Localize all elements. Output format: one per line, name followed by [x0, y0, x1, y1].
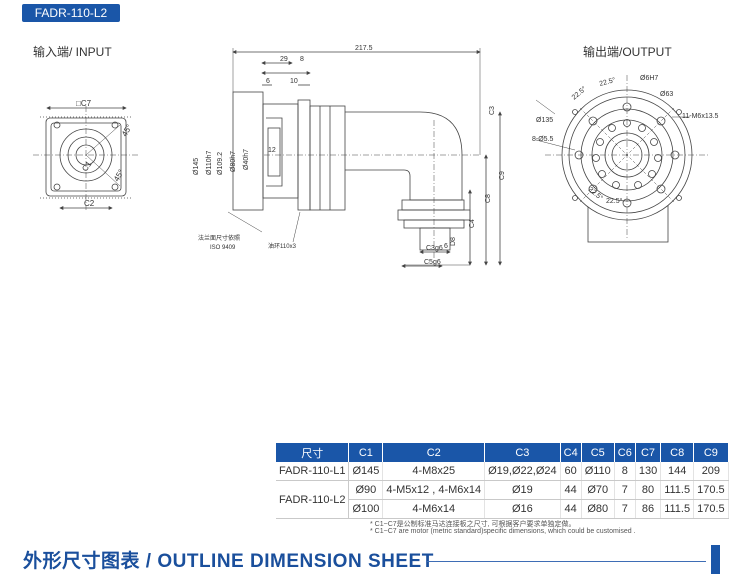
- c9-label: C9: [499, 171, 506, 180]
- table-cell: Ø19: [484, 480, 561, 500]
- table-row: FADR-110-L1 Ø145 4-M8x25 Ø19,Ø22,Ø24 60 …: [276, 462, 729, 481]
- dia-110: Ø110h7: [206, 151, 213, 175]
- c8-label: C8: [485, 194, 492, 203]
- table-cell: 7: [614, 499, 636, 519]
- dim-8: 8: [300, 56, 304, 63]
- table-row: FADR-110-L2 Ø90 4-M5x12 , 4-M6x14 Ø19 44…: [276, 480, 729, 519]
- table-cell: Ø110: [581, 462, 615, 481]
- note-en: * C1~C7 are motor (metric standard)speci…: [370, 528, 636, 535]
- dimension-table: 尺寸 C1 C2 C3 C4 C5 C6 C7 C8 C9 FADR-110-L…: [276, 443, 729, 519]
- header-cell: C9: [693, 443, 729, 462]
- table-cell: 7: [614, 480, 636, 500]
- tapped-holes-label: 11-M6x13.5: [682, 113, 719, 120]
- table-cell: 44: [560, 480, 582, 500]
- table-cell: 4-M6x14: [382, 499, 486, 519]
- table-cell: 4-M5x12 , 4-M6x14: [382, 480, 486, 500]
- technical-drawing: □C7 C1 C2 45° 45° 217.5 29: [33, 45, 719, 268]
- header-cell: C4: [560, 443, 582, 462]
- dim-10: 10: [290, 78, 298, 85]
- note-cn: * C1~C7是公制标准马达连接板之尺寸, 可根据客户要求单独定做。: [370, 521, 576, 528]
- c2-label: C2: [84, 199, 95, 208]
- dia-145: Ø145: [193, 158, 200, 175]
- table-cell: 80: [635, 480, 662, 500]
- bolt-holes-label: 8-Ø5.5: [532, 136, 554, 143]
- flange-note-cn: 法兰面尺寸依照: [198, 234, 240, 242]
- table-cell: Ø70: [581, 480, 615, 500]
- angle-label-a: 45°: [120, 123, 134, 138]
- table-cell: 170.5: [693, 480, 729, 500]
- table-cell: 60: [560, 462, 582, 481]
- angle-22-5-d: 22.5°: [606, 197, 623, 205]
- input-caption: 输入端/ INPUT: [33, 45, 112, 59]
- table-cell: 170.5: [693, 499, 729, 519]
- table-cell: 8: [614, 462, 636, 481]
- table-cell: Ø19,Ø22,Ø24: [484, 462, 561, 481]
- dia-135-label: Ø135: [536, 117, 553, 124]
- header-cell: C7: [635, 443, 662, 462]
- table-cell: 111.5: [660, 499, 695, 519]
- output-holes: [572, 102, 682, 208]
- flange-note-iso: ISO 9409: [210, 245, 236, 251]
- header-cell: 尺寸: [276, 443, 350, 462]
- c3-label: C3: [489, 106, 496, 115]
- table-cell: 44: [560, 499, 582, 519]
- table-cell: 130: [635, 462, 662, 481]
- dim-12: 12: [268, 147, 276, 154]
- header-cell: C1: [348, 443, 384, 462]
- model-cell: FADR-110-L1: [276, 462, 350, 481]
- header-cell: C6: [614, 443, 636, 462]
- side-view: [227, 48, 502, 268]
- table-cell: Ø145: [348, 462, 384, 481]
- model-tag: FADR-110-L2: [22, 4, 120, 22]
- model-cell: FADR-110-L2: [276, 480, 350, 519]
- header-cell: C3: [484, 443, 561, 462]
- table-cell: Ø80: [581, 499, 615, 519]
- overall-length: 217.5: [355, 45, 373, 52]
- table-cell: Ø100: [348, 499, 384, 519]
- pin-hole-label: Ø6H7: [640, 75, 658, 82]
- angle-22-5-b: 22.5°: [598, 76, 616, 88]
- dim-6b: 6: [444, 243, 448, 250]
- dim-6: 6: [266, 78, 270, 85]
- dim-29: 29: [280, 56, 288, 63]
- table-cell: 111.5: [660, 480, 695, 500]
- output-view: [535, 75, 710, 243]
- corner-accent: [711, 545, 720, 574]
- c5-tol-label: C5g6: [424, 259, 441, 266]
- c4-label: C4: [469, 219, 476, 228]
- angle-label-b: 45°: [112, 168, 126, 183]
- title-rule: [426, 561, 706, 562]
- d8-label: D8: [450, 237, 457, 246]
- header-cell: C8: [660, 443, 695, 462]
- table-header-row: 尺寸 C1 C2 C3 C4 C5 C6 C7 C8 C9: [276, 443, 729, 462]
- dia-63-label: Ø63: [660, 91, 673, 98]
- table-cell: 144: [660, 462, 695, 481]
- table-cell: 86: [635, 499, 662, 519]
- table-cell: 209: [693, 462, 729, 481]
- header-cell: C5: [581, 443, 615, 462]
- angle-22-5-a: 22.5°: [570, 85, 588, 102]
- sheet-title: 外形尺寸图表 / OUTLINE DIMENSION SHEET: [23, 551, 434, 572]
- input-view: [33, 106, 140, 210]
- table-cell: Ø16: [484, 499, 561, 519]
- dia-80: Ø80h7: [230, 151, 237, 172]
- table-cell: 4-M8x25: [382, 462, 486, 481]
- oil-ring-label: 油环110x3: [268, 242, 297, 250]
- header-cell: C2: [382, 443, 486, 462]
- c1-label: C1: [80, 159, 94, 173]
- dia-109: Ø109.2: [217, 152, 224, 175]
- c3-tol-label: C3g6: [426, 245, 443, 252]
- output-caption: 输出端/OUTPUT: [583, 45, 672, 59]
- table-cell: Ø90: [348, 480, 384, 500]
- square-label: □C7: [76, 99, 92, 108]
- dia-40: Ø40h7: [243, 149, 250, 170]
- table-row: Ø100 4-M6x14 Ø16 44 Ø80 7 86 111.5 170.5: [276, 499, 729, 519]
